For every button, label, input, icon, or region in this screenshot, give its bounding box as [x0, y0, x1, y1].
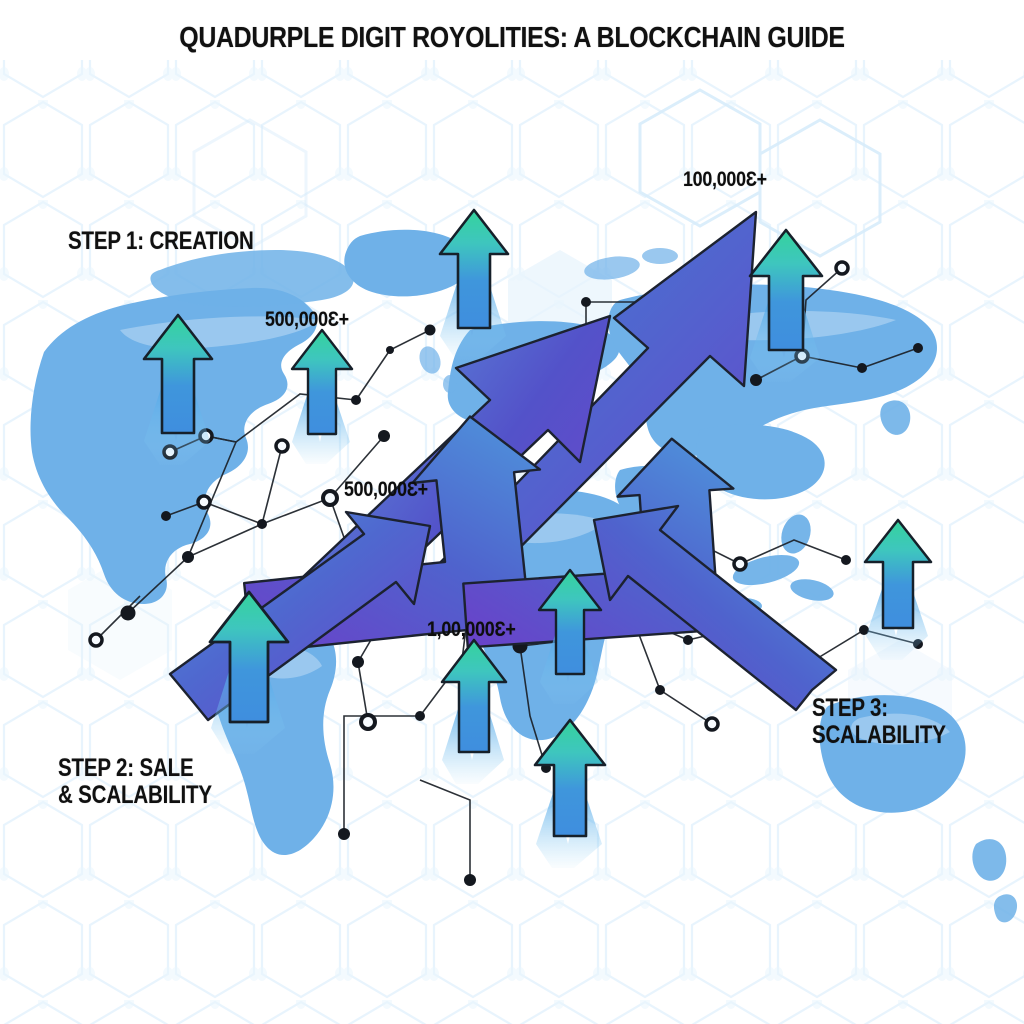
value-label-top-right: 100,000Ɛ+	[683, 168, 767, 191]
value-label-bottom-center: 1,00,000Ɛ+	[427, 618, 516, 641]
small-arrow-1	[142, 313, 214, 465]
step-label-2: STEP 2: SALE & SCALABILITY	[58, 754, 212, 809]
hexagon-accents	[192, 88, 882, 258]
small-arrows	[142, 208, 933, 868]
small-arrow-5	[208, 590, 290, 754]
value-label-mid-left: 500,000Ɛ+	[265, 308, 349, 331]
step-label-3: STEP 3: SCALABILITY	[812, 694, 946, 749]
small-arrow-8	[533, 718, 607, 868]
small-arrow-7	[537, 568, 603, 704]
step-label-1: STEP 1: CREATION	[68, 227, 254, 255]
small-arrow-4	[748, 228, 824, 382]
small-arrow-9	[863, 518, 933, 660]
value-label-mid-center: 500,000Ɛ+	[344, 478, 428, 501]
small-arrow-6	[440, 638, 508, 784]
page-title: QUADURPLE DIGIT ROYOLITIES: A BLOCKCHAIN…	[179, 22, 845, 54]
small-arrow-2	[290, 328, 354, 464]
small-arrow-3	[438, 208, 510, 360]
big-arrow-lower-right	[592, 504, 838, 712]
